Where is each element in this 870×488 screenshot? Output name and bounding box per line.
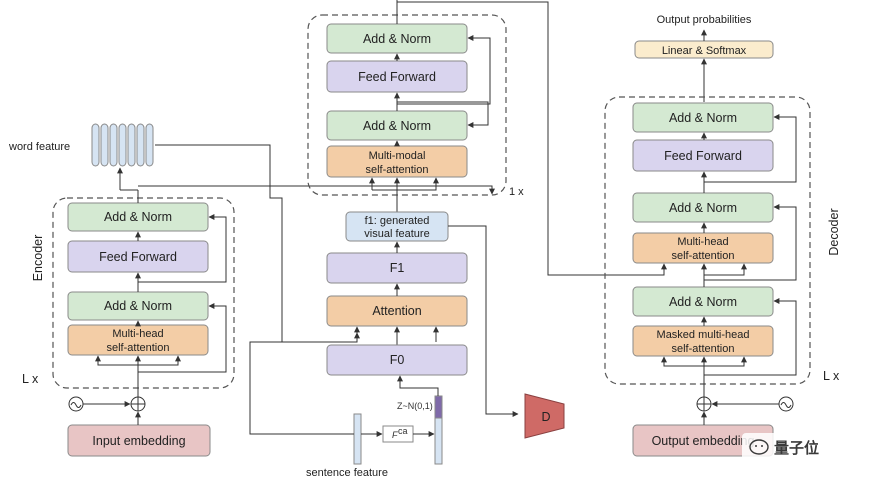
svg-text:Multi-head: Multi-head <box>112 328 163 340</box>
svg-text:ca: ca <box>398 426 408 436</box>
svg-text:Multi-modal: Multi-modal <box>369 150 426 162</box>
svg-text:f1: generated: f1: generated <box>365 215 430 227</box>
attention-block: Attention <box>326 295 468 327</box>
svg-text:量子位: 量子位 <box>774 439 819 457</box>
fca-block: F ca <box>382 425 414 443</box>
svg-text:Multi-head: Multi-head <box>677 236 728 248</box>
decoder-label: Decoder <box>827 208 841 255</box>
svg-text:Add & Norm: Add & Norm <box>669 295 737 309</box>
middle-repeat-label: 1 x <box>509 186 524 198</box>
sentence-feature-label: sentence feature <box>306 467 388 479</box>
middle-add-norm-bottom: Add & Norm <box>326 110 468 141</box>
svg-text:visual feature: visual feature <box>364 228 429 240</box>
word-feature-vectors <box>91 123 154 167</box>
svg-text:Add & Norm: Add & Norm <box>669 111 737 125</box>
svg-text:self-attention: self-attention <box>672 250 735 262</box>
decoder-add-norm-3: Add & Norm <box>632 286 774 317</box>
noise-label: Z~N(0,1) <box>397 401 433 411</box>
svg-text:self-attention: self-attention <box>672 343 735 355</box>
middle-add-norm-top: Add & Norm <box>326 23 468 54</box>
decoder-feed-forward: Feed Forward <box>632 139 774 172</box>
svg-text:Attention: Attention <box>372 304 421 318</box>
decoder-add-norm-1: Add & Norm <box>632 102 774 133</box>
svg-text:F1: F1 <box>390 261 405 275</box>
svg-text:Masked multi-head: Masked multi-head <box>657 329 750 341</box>
decoder-masked-attention: Masked multi-head self-attention <box>632 325 774 357</box>
output-probabilities-label: Output probabilities <box>657 14 752 26</box>
svg-text:Add & Norm: Add & Norm <box>104 210 172 224</box>
decoder-add-norm-2: Add & Norm <box>632 192 774 223</box>
encoder-label: Encoder <box>31 235 45 282</box>
svg-text:D: D <box>541 410 550 424</box>
f0-block: F0 <box>326 344 468 376</box>
middle-multimodal-attention: Multi-modal self-attention <box>326 145 468 178</box>
encoder-dashed-frame <box>52 197 235 389</box>
middle-dashed-frame <box>307 14 507 196</box>
decoder-output-embedding: Output embedding <box>632 424 774 457</box>
wechat-icon <box>749 439 769 455</box>
svg-text:Add & Norm: Add & Norm <box>363 32 431 46</box>
svg-text:Linear & Softmax: Linear & Softmax <box>662 45 747 57</box>
generated-visual-feature: f1: generated visual feature <box>345 211 449 242</box>
svg-text:Add & Norm: Add & Norm <box>363 119 431 133</box>
watermark: 量子位 <box>742 433 842 461</box>
svg-text:Feed Forward: Feed Forward <box>358 70 436 84</box>
svg-text:Input embedding: Input embedding <box>92 434 185 448</box>
encoder-add-norm-top: Add & Norm <box>67 202 209 232</box>
svg-text:Add & Norm: Add & Norm <box>669 201 737 215</box>
decoder-repeat-label: L x <box>823 369 840 383</box>
svg-text:self-attention: self-attention <box>107 342 170 354</box>
middle-feed-forward: Feed Forward <box>326 60 468 93</box>
encoder-feed-forward: Feed Forward <box>67 240 209 273</box>
svg-text:self-attention: self-attention <box>366 164 429 176</box>
encoder-multi-head-attention: Multi-head self-attention <box>67 324 209 356</box>
encoder-repeat-label: L x <box>22 372 39 386</box>
svg-text:Output embedding: Output embedding <box>652 434 755 448</box>
decoder-multi-head-attention: Multi-head self-attention <box>632 232 774 264</box>
svg-text:F0: F0 <box>390 353 405 367</box>
sentence-feature-vector <box>353 413 362 465</box>
svg-text:F: F <box>392 430 398 440</box>
noise-vector <box>434 395 443 465</box>
svg-text:Feed Forward: Feed Forward <box>99 250 177 264</box>
svg-text:Add & Norm: Add & Norm <box>104 299 172 313</box>
discriminator-block: D <box>524 393 565 439</box>
svg-text:Feed Forward: Feed Forward <box>664 149 742 163</box>
word-feature-label: word feature <box>8 141 70 153</box>
encoder-add-norm-bottom: Add & Norm <box>67 291 209 321</box>
encoder-input-embedding: Input embedding <box>67 424 211 457</box>
linear-softmax-block: Linear & Softmax <box>634 40 774 59</box>
f1-block: F1 <box>326 252 468 284</box>
